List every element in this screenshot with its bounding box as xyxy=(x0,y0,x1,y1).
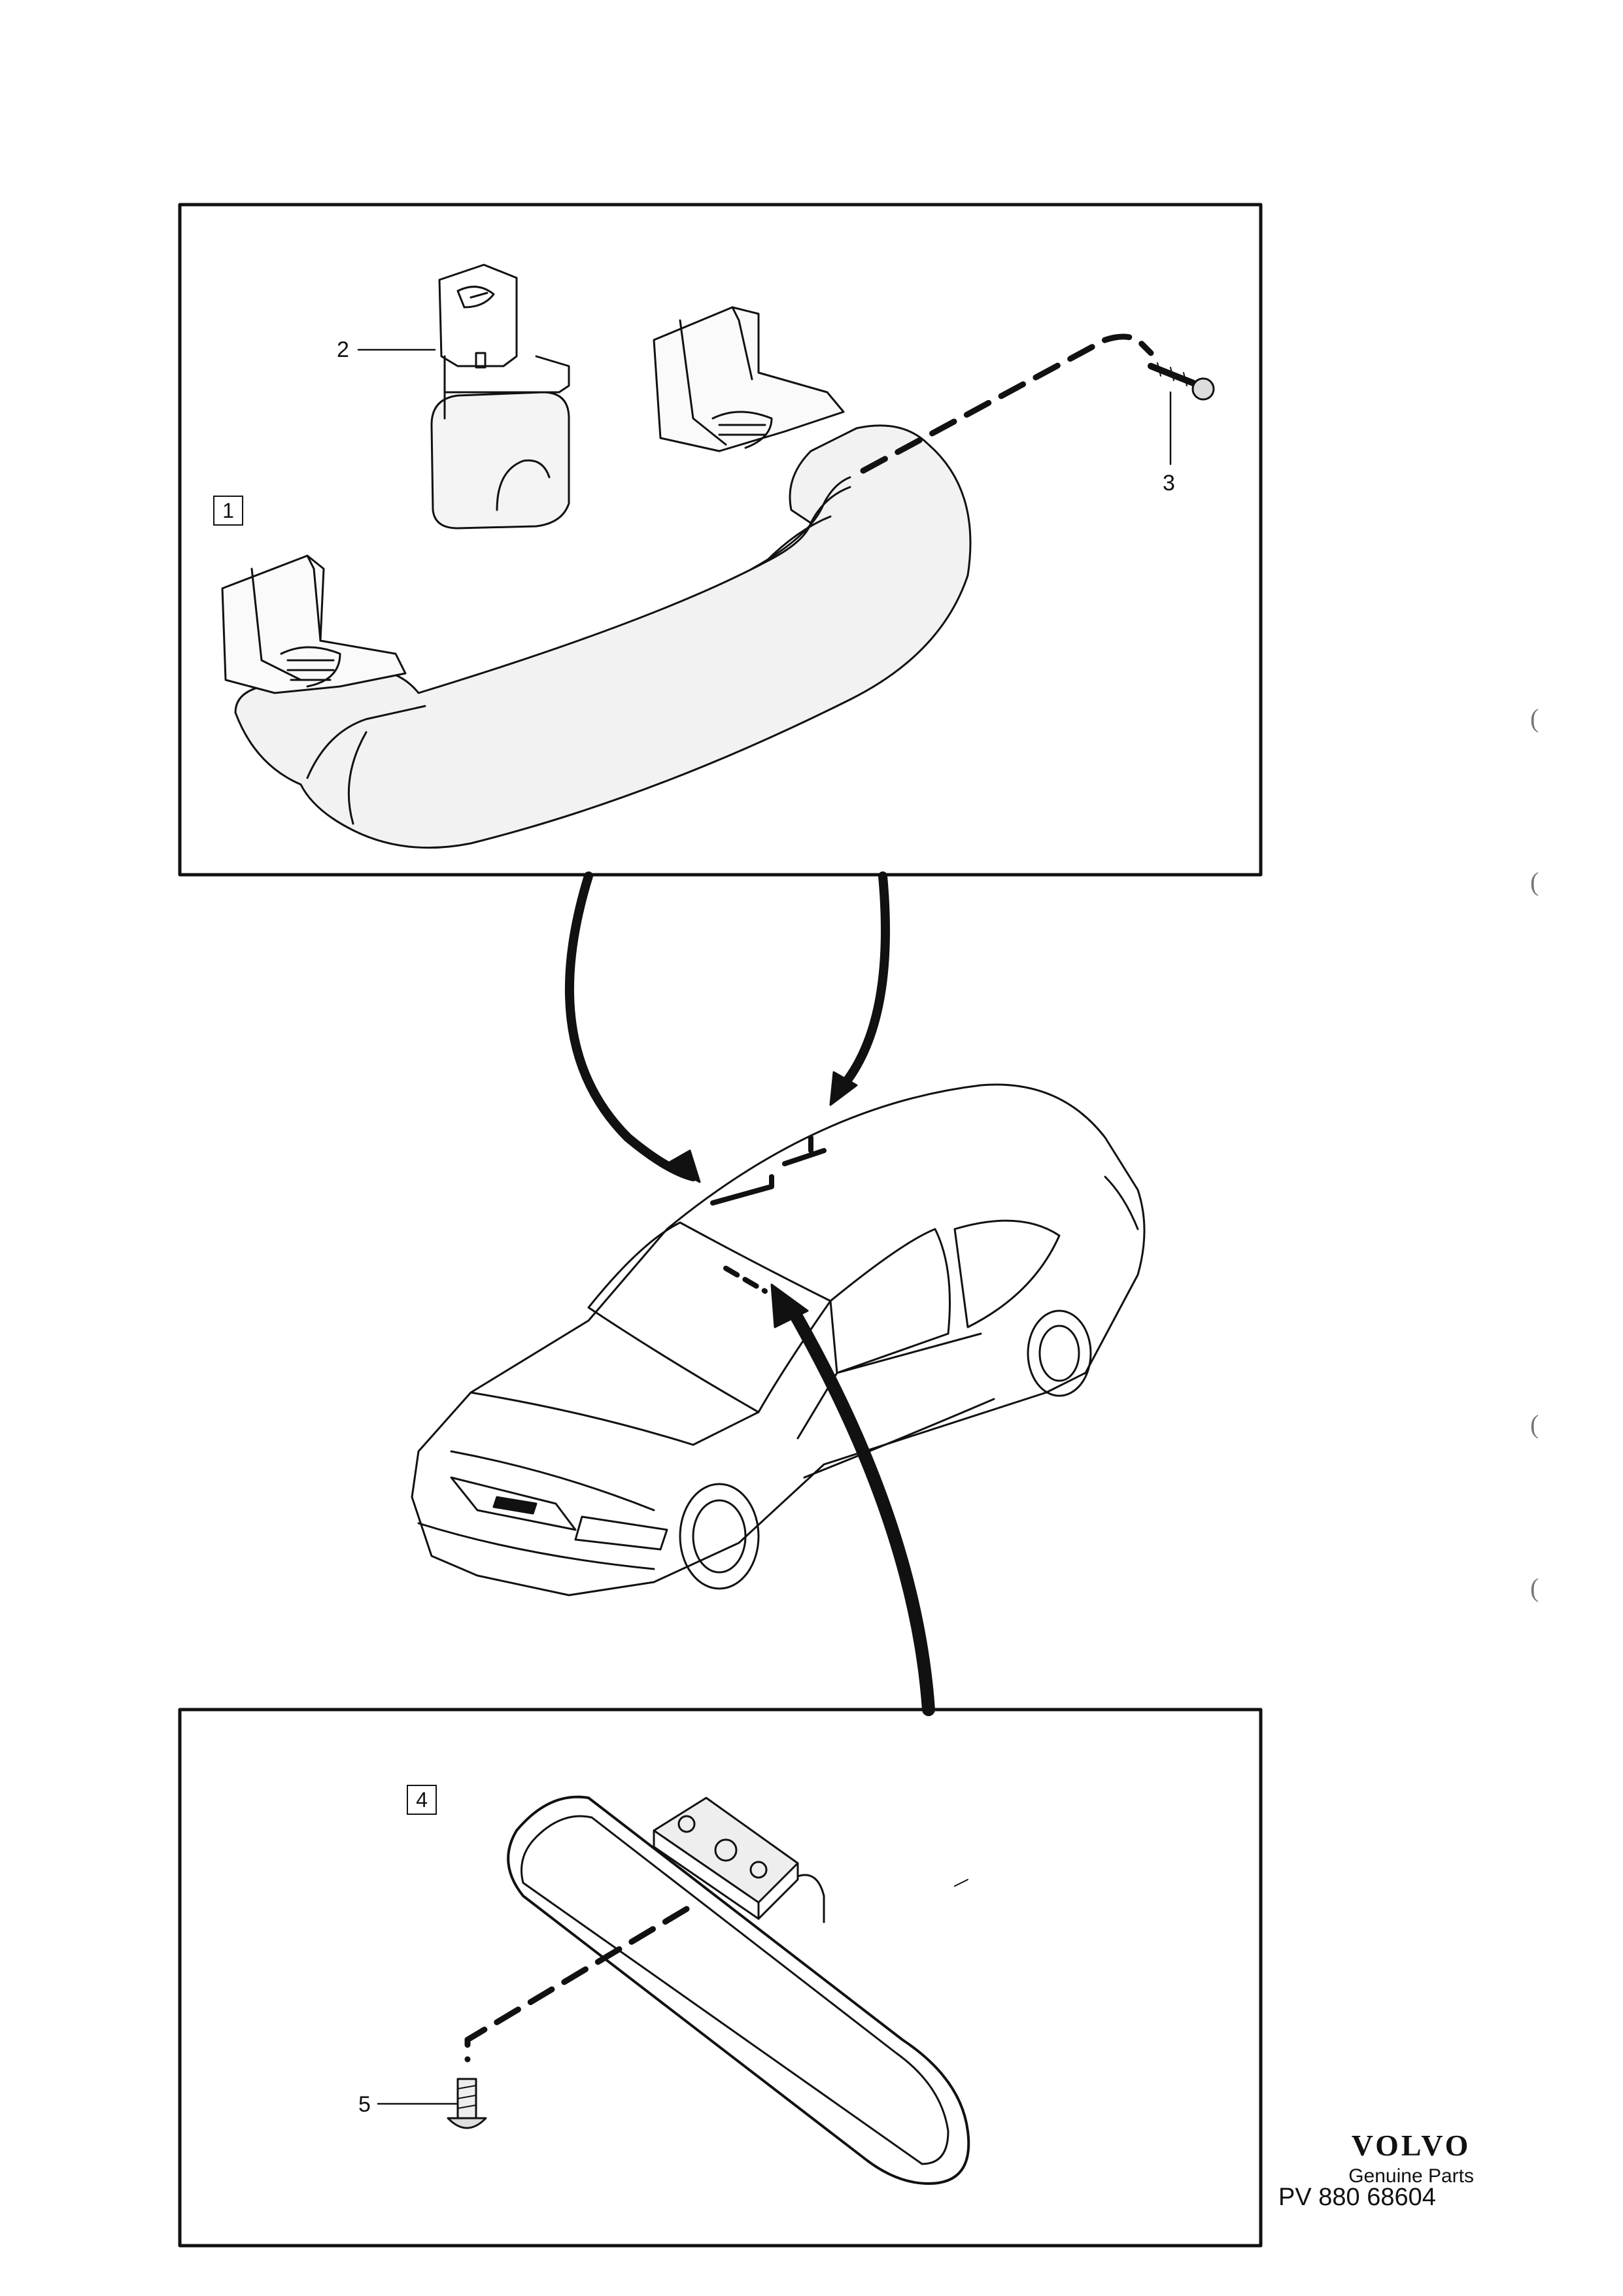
grab-handle xyxy=(221,306,972,849)
arrow-bottom-head xyxy=(770,1283,809,1328)
reference-number: PV 880 68604 xyxy=(1278,2184,1436,2211)
margin-mark: ( xyxy=(1530,1573,1539,1602)
arrow-right-head xyxy=(829,1071,858,1106)
bottom-frame xyxy=(178,1708,1263,2248)
callout-part-2: 2 xyxy=(337,337,349,362)
clip-part-2 xyxy=(430,263,570,530)
box-label-4: 4 xyxy=(407,1785,437,1815)
stray-mark xyxy=(954,1879,968,1887)
arrow-left-head xyxy=(666,1149,701,1183)
screw-part-3 xyxy=(1148,362,1215,401)
car-illustration xyxy=(411,1083,1146,1596)
callout-part-5: 5 xyxy=(358,2092,371,2117)
arrow-left-curve xyxy=(564,871,698,1181)
brand-subtitle: Genuine Parts xyxy=(1348,2165,1474,2187)
box-label-1: 1 xyxy=(213,496,243,526)
arrow-bottom-curve xyxy=(785,1301,935,1716)
callout-part-3: 3 xyxy=(1163,471,1175,496)
bottom-dashed-line xyxy=(464,1906,690,2063)
margin-mark: ( xyxy=(1530,703,1539,733)
margin-mark: ( xyxy=(1530,1410,1539,1439)
top-dashed-line xyxy=(860,333,1154,474)
screw-part-5 xyxy=(447,2078,487,2129)
brand-logo: VOLVO xyxy=(1351,2129,1471,2162)
margin-mark: ( xyxy=(1530,867,1539,896)
brand-block: VOLVO Genuine Parts xyxy=(1348,2128,1474,2187)
top-frame xyxy=(178,203,1263,877)
arrow-right-curve xyxy=(839,871,890,1090)
rearview-mirror xyxy=(507,1795,970,2185)
